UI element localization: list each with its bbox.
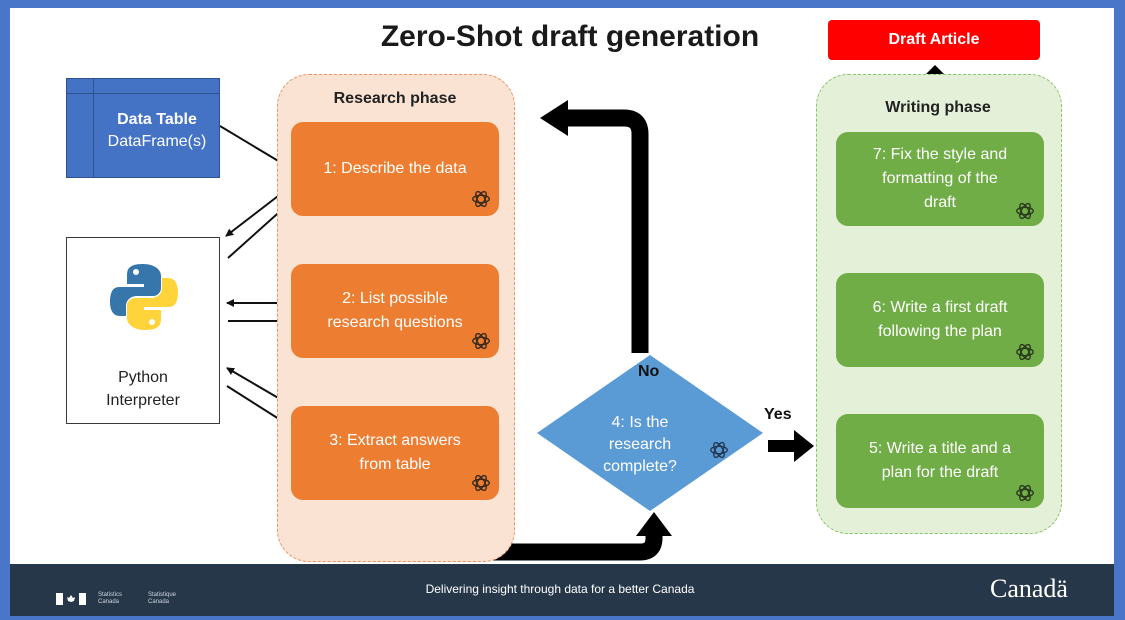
agency-name-en: Statistics Canada — [98, 592, 123, 605]
canada-flag-icon — [56, 593, 86, 605]
python-label: Python Interpreter — [106, 369, 180, 409]
data-table-title: Data Table — [117, 111, 197, 128]
openai-logo-icon — [472, 332, 490, 350]
table-column-line — [93, 79, 94, 177]
data-table-subtitle: DataFrame(s) — [107, 133, 207, 150]
openai-logo-icon — [472, 474, 490, 492]
openai-logo-icon — [1016, 202, 1034, 220]
canada-wordmark: Canadä — [990, 574, 1068, 603]
yes-label: Yes — [764, 406, 792, 423]
openai-logo-icon — [1016, 484, 1034, 502]
research-phase-title: Research phase — [333, 90, 457, 107]
arrow-step3-to-decision-head — [636, 512, 672, 536]
draft-article-box: Draft Article — [828, 20, 1040, 60]
agency-name-fr: Statistique Canada — [148, 592, 177, 605]
step-1-describe-data: 1: Describe the data — [291, 122, 499, 216]
footer-bar: Statistics Canada Statistique Canada Del… — [10, 564, 1114, 616]
writing-phase-title: Writing phase — [885, 99, 991, 116]
openai-logo-icon — [1016, 343, 1034, 361]
footer-tagline: Delivering insight through data for a be… — [425, 582, 695, 596]
python-interpreter-box: Python Interpreter — [66, 237, 220, 424]
arrow-yes — [768, 430, 814, 462]
openai-logo-icon — [472, 190, 490, 208]
data-table-box: Data Table DataFrame(s) — [66, 78, 220, 178]
no-label: No — [638, 363, 660, 380]
table-header-line — [67, 93, 219, 94]
slide-title: Zero-Shot draft generation — [380, 20, 760, 53]
arrow-no-loop — [566, 109, 649, 353]
slide: Zero-Shot draft generation Data Table Da… — [10, 8, 1114, 616]
openai-logo-icon — [710, 441, 728, 459]
decision-label: 4: Is the research complete? — [603, 414, 677, 475]
python-logo-icon — [110, 264, 178, 330]
decision-diamond — [537, 355, 763, 511]
arrow-no-loop-head — [540, 100, 568, 136]
